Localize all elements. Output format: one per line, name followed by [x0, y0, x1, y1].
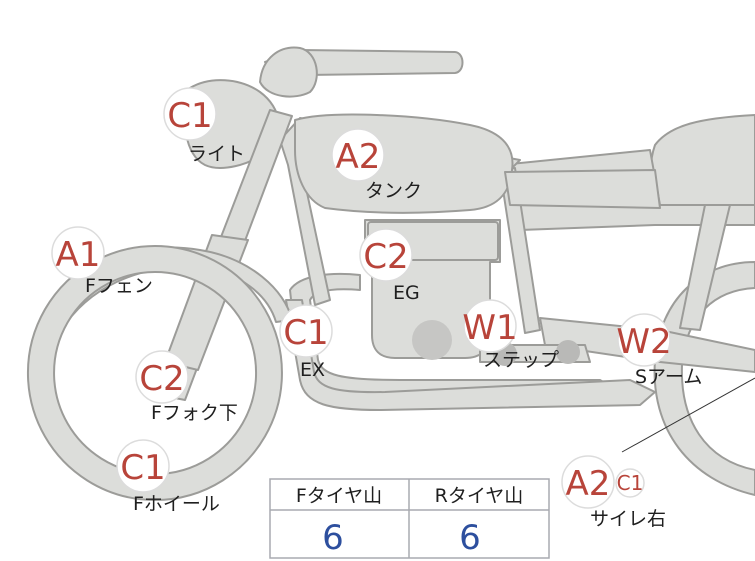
part-label: Sアーム — [635, 366, 702, 388]
grade-label: C1 — [167, 96, 212, 136]
tank-seat-joint — [504, 169, 661, 209]
grade-label: A2 — [336, 137, 381, 177]
grade-label: W1 — [462, 308, 517, 348]
part-label: サイレ右 — [590, 508, 666, 530]
grade-label: C2 — [139, 359, 184, 399]
grade-label: A2 — [566, 464, 611, 504]
callout-step: W1 ステップ — [462, 299, 559, 371]
front-tread-value: 6 — [322, 518, 344, 558]
callout-front-fender: A1 Fフェン — [51, 226, 153, 297]
exhaust-pipe-lower — [285, 299, 656, 411]
grade-label: A1 — [56, 235, 101, 275]
part-label: タンク — [365, 180, 422, 202]
part-label: EG — [393, 282, 420, 304]
callout-light: C1 ライト — [163, 87, 245, 165]
muffler-leader-line — [621, 377, 755, 453]
handlebar-clamp — [259, 46, 318, 98]
callout-front-fork: C2 Fフォク下 — [135, 350, 238, 424]
rear-tread-header: Rタイヤ山 — [435, 485, 524, 507]
motorcycle-illustration — [26, 46, 755, 501]
part-label: EX — [300, 359, 325, 381]
part-label: Fフェン — [85, 275, 153, 297]
seat — [649, 114, 755, 211]
callout-muffler-right: A2 C1 サイレ右 — [561, 455, 666, 530]
rear-shock — [679, 204, 731, 331]
grade-label: W2 — [616, 322, 671, 362]
callout-engine: C2 EG — [359, 228, 420, 304]
part-label: Fフォク下 — [151, 402, 238, 424]
engine-cover — [412, 320, 452, 360]
front-tread-header: Fタイヤ山 — [296, 485, 382, 507]
callout-front-wheel: C1 Fホイール — [116, 439, 220, 515]
callout-tank: A2 タンク — [331, 128, 422, 202]
part-label: ステップ — [483, 349, 559, 371]
grade-secondary-label: C1 — [617, 471, 644, 495]
footpeg-knob-2 — [556, 340, 580, 364]
part-label: Fホイール — [133, 493, 220, 515]
tire-tread-table: Fタイヤ山 Rタイヤ山 6 6 — [269, 478, 550, 559]
part-label: ライト — [188, 143, 245, 165]
rear-tread-value: 6 — [459, 518, 481, 558]
grade-label: C1 — [283, 313, 328, 353]
callout-swing-arm: W2 Sアーム — [616, 313, 702, 388]
callout-exhaust: C1 EX — [279, 304, 333, 381]
grade-label: C2 — [363, 237, 408, 277]
grade-label: C1 — [120, 448, 165, 488]
